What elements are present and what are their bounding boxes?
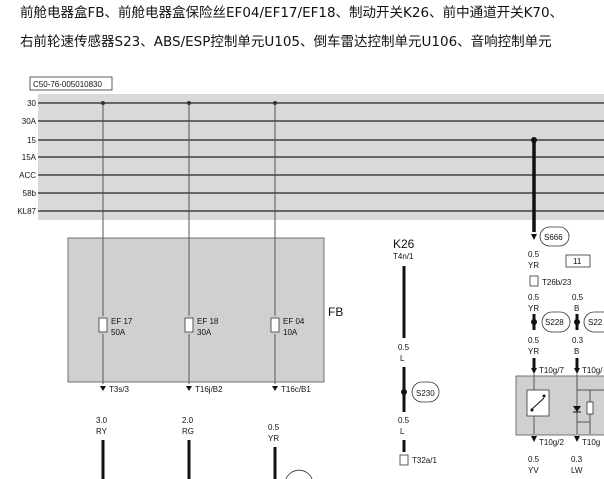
wire-size: 0.5 (398, 416, 410, 425)
right-branch: S666 0.5 YR 11 T26b/23 0.5 YR 0.5 B S228… (515, 137, 604, 475)
fuse-name: EF 04 (283, 317, 305, 326)
fuse-ef18: EF 18 30A T16j/B2 2.0 RG (182, 101, 223, 479)
connector-arrow-icon (100, 386, 106, 391)
wire-size: 0.5 (528, 336, 540, 345)
diode-resistor-icon (573, 374, 604, 434)
wire-color: B (574, 304, 579, 313)
wire-color: RY (96, 427, 108, 436)
connector-symbol (399, 454, 409, 466)
splice-label: S230 (416, 389, 435, 398)
fuse-ef17: EF 17 50A T3s/3 3.0 RY (96, 101, 133, 479)
connector-pin: T16j/B2 (195, 385, 223, 394)
wire-size: 0.5 (398, 343, 410, 352)
fuse-name: EF 18 (197, 317, 219, 326)
fuse-rating: 10A (283, 328, 298, 337)
fuse-symbol (184, 317, 194, 333)
rail-label: ACC (19, 171, 36, 180)
splice-s666-marker (539, 226, 570, 247)
splice-circle-partial (285, 469, 313, 479)
rail-label: 58b (23, 189, 37, 198)
connector-arrow-icon (531, 234, 537, 240)
fuse-symbol (270, 317, 280, 333)
fuse-rating: 50A (111, 328, 126, 337)
connector-arrow-icon (186, 386, 192, 391)
connector-pin: T10g/7 (539, 366, 564, 375)
wire-color: RG (182, 427, 194, 436)
wire-size: 0.5 (528, 293, 540, 302)
connector-pin: T3s/3 (109, 385, 130, 394)
wire-size: 0.5 (528, 455, 540, 464)
connector-pin: T16c/B1 (281, 385, 311, 394)
wire-size: 0.3 (572, 336, 584, 345)
fuse-rating: 30A (197, 328, 212, 337)
rail-label: 30 (27, 99, 36, 108)
wire-size: 0.5 (268, 423, 280, 432)
splice-dot (574, 319, 580, 325)
wire-color: YR (528, 347, 539, 356)
fuse-name: EF 17 (111, 317, 133, 326)
caption-line-1: 前舱电器盒FB、前舱电器盒保险丝EF04/EF17/EF18、制动开关K26、前… (20, 5, 564, 21)
brake-switch-k26: K26 T4n/1 0.5 L S230 0.5 L T32a/1 (393, 237, 440, 466)
wire-color: L (400, 427, 405, 436)
wire-color: L (400, 354, 405, 363)
connector-arrow-icon (574, 436, 580, 442)
connector-arrow-icon (531, 368, 537, 374)
splice-s22-marker (583, 311, 604, 333)
rail-label: 15A (22, 153, 37, 162)
wire-color: B (574, 347, 579, 356)
connector-symbol (529, 275, 539, 287)
wire-color: LW (571, 466, 583, 475)
diagram-id: C50-76-005010830 (33, 80, 102, 89)
wire-size: 3.0 (96, 416, 108, 425)
diagram-id-box (29, 76, 113, 91)
fuse-box-fb (67, 237, 325, 383)
wire-color: YR (528, 304, 539, 313)
caption-line-2: 右前轮速传感器S23、ABS/ESP控制单元U105、倒车雷达控制单元U106、… (20, 34, 552, 50)
wire-color: YR (268, 434, 279, 443)
wire-size: 0.5 (572, 293, 584, 302)
rail-label: KL87 (17, 207, 36, 216)
wire-color: YR (528, 261, 539, 270)
splice-label: S228 (545, 318, 564, 327)
connector-pin: T10g/2 (539, 438, 564, 447)
rail-label: 15 (27, 136, 36, 145)
wire-color: YV (528, 466, 539, 475)
connector-pin: T32a/1 (412, 456, 437, 465)
splice-s228-marker (541, 311, 571, 333)
wire-size: 0.3 (571, 455, 583, 464)
connector-arrow-icon (531, 436, 537, 442)
splice-label: S22 (588, 318, 603, 327)
switch-label: K26 (393, 237, 415, 251)
fuse-box-label: FB (328, 305, 343, 319)
splice-s230-marker (411, 381, 440, 403)
connector-pin: T10g (582, 438, 600, 447)
wire-size: 0.5 (528, 250, 540, 259)
splice-label: S666 (544, 233, 563, 242)
connector-arrow-icon (272, 386, 278, 391)
connector-arrow-icon (574, 368, 580, 374)
splice-dot (531, 319, 537, 325)
rail-label: 30A (22, 117, 37, 126)
ref-box (565, 254, 591, 268)
connector-pin: T10g/ (582, 366, 603, 375)
connector-label: T26b/23 (542, 278, 572, 287)
ref-box-label: 11 (573, 257, 582, 266)
splice-dot (401, 389, 407, 395)
switch-pin-top: T4n/1 (393, 252, 414, 261)
wire-size: 2.0 (182, 416, 194, 425)
fuse-ef04: EF 04 10A T16c/B1 0.5 YR (268, 101, 313, 479)
fuse-symbol (98, 317, 108, 333)
